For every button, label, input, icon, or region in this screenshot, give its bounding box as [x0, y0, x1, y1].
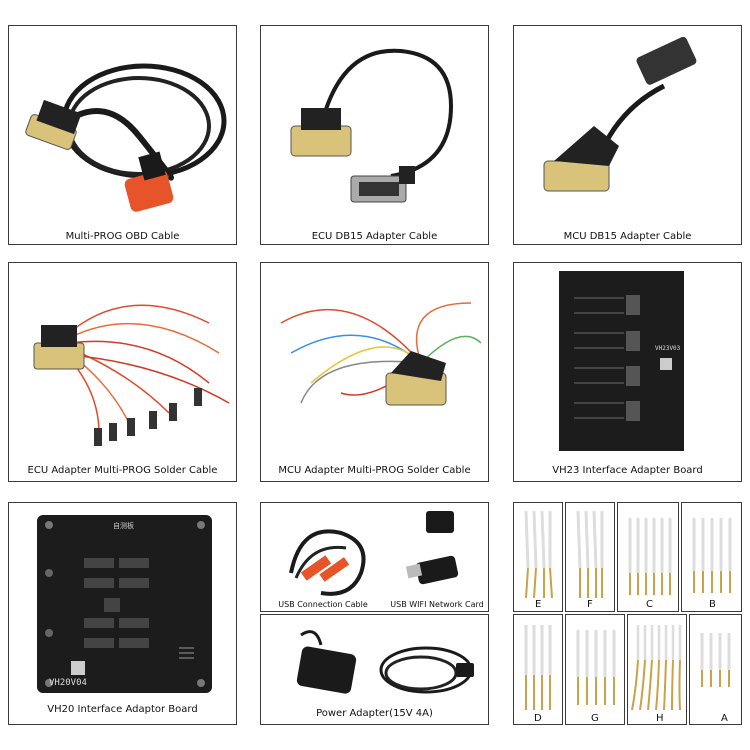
vh20-board-image [37, 515, 212, 693]
pin-set-f: F [565, 502, 615, 612]
panel-ecu-db15-cable: ECU DB15 Adapter Cable [260, 25, 489, 245]
pin-set-g: G [565, 614, 625, 725]
panel-power-adapter: Power Adapter(15V 4A) [260, 614, 489, 725]
pin-label-a: A [721, 713, 728, 724]
pin-label-e: E [535, 599, 542, 610]
caption-vh20-board: VH20 Interface Adaptor Board [47, 704, 198, 715]
caption-usb-wifi: USB WIFI Network Card [390, 600, 484, 609]
pin-set-c: C [617, 502, 679, 612]
pin-set-f-image [576, 510, 604, 598]
panel-vh20-board: 自测板 VH20V04 VH20 Interface Adaptor Board [8, 502, 237, 725]
pin-set-a-image [700, 633, 731, 687]
pin-set-b-image [692, 518, 732, 593]
usb-items-image [289, 511, 459, 596]
caption-usb-cable: USB Connection Cable [278, 600, 368, 609]
caption-mcu-db15-cable: MCU DB15 Adapter Cable [563, 231, 692, 242]
pin-set-d: D [513, 614, 563, 725]
pin-set-a: A [689, 614, 742, 725]
pin-set-e: E [513, 502, 563, 612]
pin-set-h: H [627, 614, 687, 725]
caption-obd-cable: Multi-PROG OBD Cable [65, 231, 180, 242]
ecu-solder-cable-image [33, 304, 230, 446]
obd-cable-image [25, 63, 227, 212]
pin-label-b: B [709, 599, 716, 610]
mcu-solder-cable-image [280, 302, 482, 406]
panel-vh23-board: VH23V03 VH23 Interface Adapter Board [513, 262, 742, 482]
pin-adapter-grid: E F C B D G H A [513, 502, 742, 725]
ecu-db15-cable-image [290, 48, 454, 203]
caption-mcu-solder-cable: MCU Adapter Multi-PROG Solder Cable [278, 465, 471, 476]
pin-label-f: F [587, 599, 593, 610]
vh20-model-label: VH20V04 [49, 678, 87, 688]
caption-ecu-solder-cable: ECU Adapter Multi-PROG Solder Cable [27, 465, 218, 476]
caption-ecu-db15-cable: ECU DB15 Adapter Cable [311, 231, 438, 242]
pin-label-d: D [534, 713, 542, 724]
mcu-db15-cable-image [543, 36, 697, 192]
panel-mcu-db15-cable: MCU DB15 Adapter Cable [513, 25, 742, 245]
pin-set-e-image [524, 510, 553, 599]
vh23-board-image [559, 271, 684, 451]
pin-label-g: G [591, 713, 599, 724]
power-adapter-image [296, 630, 474, 694]
pin-set-g-image [576, 630, 616, 705]
caption-power-adapter: Power Adapter(15V 4A) [316, 708, 433, 719]
pin-set-d-image [524, 625, 552, 710]
vh20-top-label: 自测板 [113, 522, 134, 530]
pin-set-h-image [631, 625, 682, 711]
vh23-model-label: VH23V03 [655, 345, 681, 352]
pin-label-c: C [646, 599, 653, 610]
panel-mcu-solder-cable: MCU Adapter Multi-PROG Solder Cable [260, 262, 489, 482]
panel-ecu-solder-cable: ECU Adapter Multi-PROG Solder Cable [8, 262, 237, 482]
panel-obd-cable: Multi-PROG OBD Cable [8, 25, 237, 245]
caption-vh23-board: VH23 Interface Adapter Board [552, 465, 703, 476]
pin-label-h: H [656, 713, 664, 724]
panel-usb-items: USB Connection Cable USB WIFI Network Ca… [260, 502, 489, 612]
pin-set-b: B [681, 502, 742, 612]
pin-set-c-image [628, 518, 672, 595]
